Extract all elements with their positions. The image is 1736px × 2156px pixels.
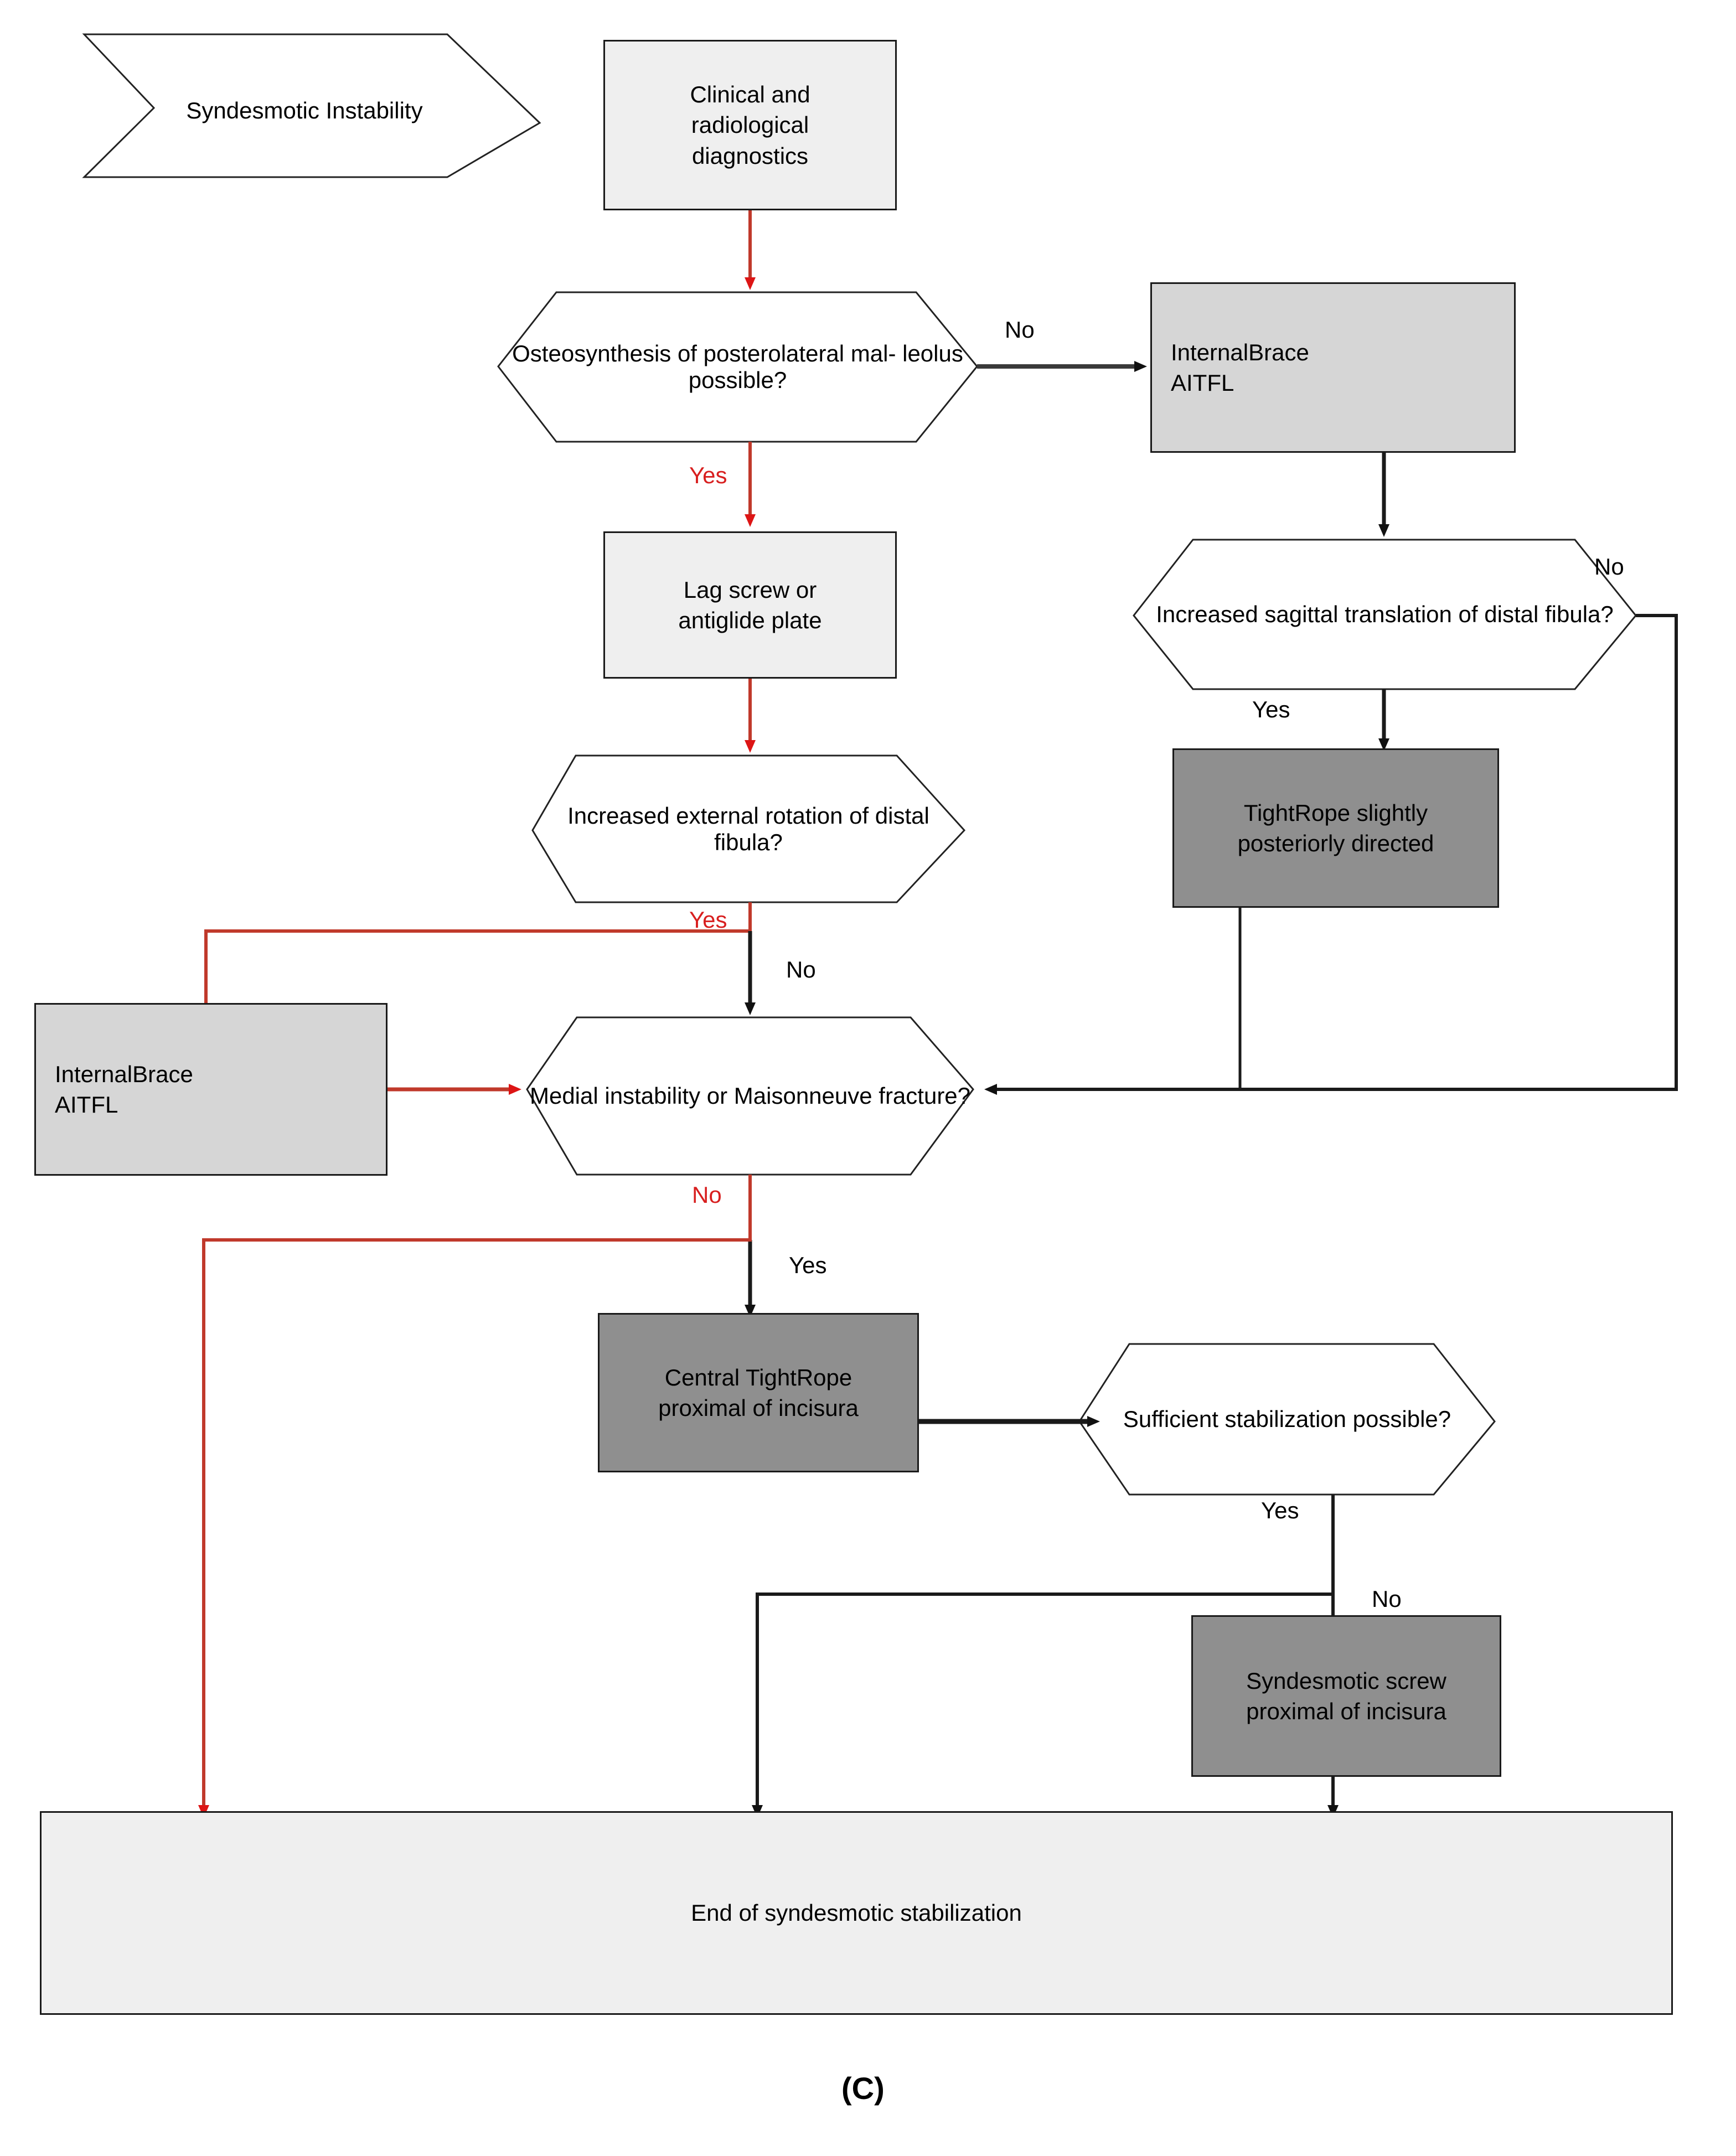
edge-label-osteosynthesis-no: No bbox=[1005, 317, 1035, 343]
external-rotation-hexagon bbox=[531, 754, 966, 903]
node-medial-instability-question[interactable]: Medial instability or Maisonneuve fractu… bbox=[529, 1083, 971, 1109]
node-osteosynthesis-question[interactable]: Osteosynthesis of posterolateral mal- le… bbox=[512, 340, 963, 393]
node-external-rotation-question[interactable]: Increased external rotation of distal fi… bbox=[567, 802, 929, 855]
sagittal-translation-hexagon bbox=[1133, 539, 1637, 690]
edge-label-osteosynthesis-yes: Yes bbox=[689, 462, 727, 488]
edge-label-external-rotation-yes: Yes bbox=[689, 907, 727, 933]
edge-label-medial-yes: Yes bbox=[789, 1252, 827, 1278]
node-central-tightrope[interactable]: Central TightRope proximal of incisura bbox=[598, 1313, 919, 1472]
node-lag-screw[interactable]: Lag screw or antiglide plate bbox=[603, 531, 897, 679]
medial-instability-hexagon bbox=[526, 1016, 974, 1176]
edge-label-medial-no: No bbox=[692, 1182, 722, 1208]
edge-label-sagittal-yes: Yes bbox=[1252, 696, 1290, 722]
edge-label-external-rotation-no: No bbox=[786, 957, 816, 983]
node-internalbrace-right[interactable]: InternalBrace AITFL bbox=[1150, 282, 1516, 453]
figure-caption: (C) bbox=[841, 2071, 885, 2106]
edge-label-sufficient-yes: Yes bbox=[1261, 1497, 1299, 1523]
edge-medial-no bbox=[198, 1175, 752, 1818]
node-sufficient-stabilization-question[interactable]: Sufficient stabilization possible? bbox=[1123, 1406, 1451, 1432]
node-tightrope-posterior[interactable]: TightRope slightly posteriorly directed bbox=[1172, 748, 1499, 908]
node-sagittal-translation-question[interactable]: Increased sagittal translation of distal… bbox=[1156, 601, 1614, 627]
node-syndesmotic-screw[interactable]: Syndesmotic screw proximal of incisura bbox=[1191, 1615, 1501, 1777]
edge-extrot-yes bbox=[200, 902, 752, 1024]
edge-sufficient-yes bbox=[752, 1495, 1335, 1818]
banner-shape bbox=[82, 33, 541, 178]
banner-label: Syndesmotic Instability bbox=[186, 97, 423, 123]
osteosynthesis-hexagon bbox=[497, 291, 978, 443]
edge-sagittal-no bbox=[984, 614, 1678, 1095]
node-end-of-stabilization[interactable]: End of syndesmotic stabilization bbox=[40, 1811, 1673, 2015]
node-clinical-diagnostics[interactable]: Clinical and radiological diagnostics bbox=[603, 40, 897, 210]
edge-label-sufficient-no: No bbox=[1372, 1586, 1402, 1612]
node-internalbrace-left[interactable]: InternalBrace AITFL bbox=[34, 1003, 388, 1176]
edge-label-sagittal-no: No bbox=[1594, 554, 1624, 580]
